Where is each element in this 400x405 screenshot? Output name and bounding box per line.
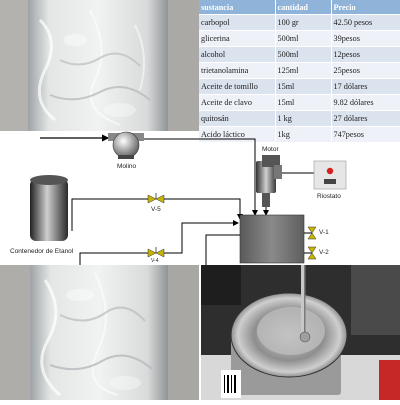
cell-cantidad: 100 gr (275, 14, 332, 31)
riostato-icon (313, 160, 347, 190)
process-diagram: Molino Motor Riostato Contenedor de Etan… (0, 131, 400, 265)
cell-precio: 39pesos (331, 30, 400, 47)
cell-sustancia: trietanolamina (199, 62, 276, 79)
label-v2: V-2 (319, 249, 329, 256)
cell-sustancia: Acido láctico (199, 126, 276, 142)
v5-to-reactor-line (164, 198, 243, 220)
cell-precio: 27 dólares (331, 110, 400, 127)
cell-cantidad: 125ml (275, 62, 332, 79)
photo-mixer-bowl (201, 265, 400, 400)
cell-precio: 12pesos (331, 46, 400, 63)
photo-jar-bottom (0, 265, 199, 400)
cell-cantidad: 15ml (275, 94, 332, 111)
table-row: quitosán 1 kg 27 dólares (199, 110, 400, 127)
cell-sustancia: Aceite de clavo (199, 94, 276, 111)
motor-icon (256, 155, 282, 207)
ethanol-line (71, 198, 148, 231)
jar-gel-image (0, 0, 199, 131)
header-cantidad: cantidad (275, 0, 332, 15)
valve-v4-icon[interactable] (147, 247, 165, 258)
mill-to-reactor-line (144, 138, 258, 216)
table-row: alcohol 500ml 12pesos (199, 46, 400, 63)
cell-precio: 17 dólares (331, 78, 400, 95)
molino-mill-icon (108, 131, 144, 159)
outlet-line (205, 234, 240, 265)
table-row: carbopol 100 gr 42.50 pesos (199, 14, 400, 31)
label-riostato: Riostato (317, 193, 341, 200)
cell-precio: 25pesos (331, 62, 400, 79)
valve-v2-icon[interactable] (307, 246, 317, 260)
label-v5: V-5 (151, 206, 161, 213)
cell-sustancia: carbopol (199, 14, 276, 31)
cell-precio: 9.82 dólares (331, 94, 400, 111)
cell-cantidad: 1 kg (275, 110, 332, 127)
header-sustancia: sustancia (199, 0, 276, 15)
reactor-vessel (239, 214, 305, 264)
cell-sustancia: quitosán (199, 110, 276, 127)
label-molino: Molino (117, 163, 137, 170)
cell-sustancia: Aceite de tomillo (199, 78, 276, 95)
cell-sustancia: glicerina (199, 30, 276, 47)
valve-v1-icon[interactable] (307, 226, 317, 240)
label-motor: Motor (262, 146, 279, 153)
cell-sustancia: alcohol (199, 46, 276, 63)
header-precio: Precio (331, 0, 400, 15)
process-diagram-svg (30, 131, 347, 265)
cell-cantidad: 500ml (275, 30, 332, 47)
jar-gel-image-2 (0, 265, 199, 400)
mixer-bowl-image (201, 265, 400, 400)
cell-cantidad: 1kg (275, 126, 332, 142)
table-row: Aceite de clavo 15ml 9.82 dólares (199, 94, 400, 111)
cell-precio: 42.50 pesos (331, 14, 400, 31)
label-v1: V-1 (319, 229, 329, 236)
table-row: Aceite de tomillo 15ml 17 dólares (199, 78, 400, 95)
label-v4: V-4 (151, 258, 159, 264)
table-row: Acido láctico 1kg 747pesos (199, 126, 400, 142)
v4-line (79, 252, 148, 265)
ethanol-container-icon (30, 175, 68, 241)
barcode-icon (224, 375, 236, 393)
cell-cantidad: 500ml (275, 46, 332, 63)
table-header-row: sustancia cantidad Precio (199, 0, 400, 15)
table-row: glicerina 500ml 39pesos (199, 30, 400, 47)
valve-v5-icon[interactable] (147, 193, 165, 204)
photo-jar-top (0, 0, 199, 131)
table-row: trietanolamina 125ml 25pesos (199, 62, 400, 79)
cell-precio: 747pesos (331, 126, 400, 142)
v4-to-reactor-line (164, 220, 239, 254)
label-contenedor: Contenedor de Etanol (10, 248, 74, 255)
cell-cantidad: 15ml (275, 78, 332, 95)
ingredients-price-table: sustancia cantidad Precio carbopol 100 g… (199, 0, 400, 142)
